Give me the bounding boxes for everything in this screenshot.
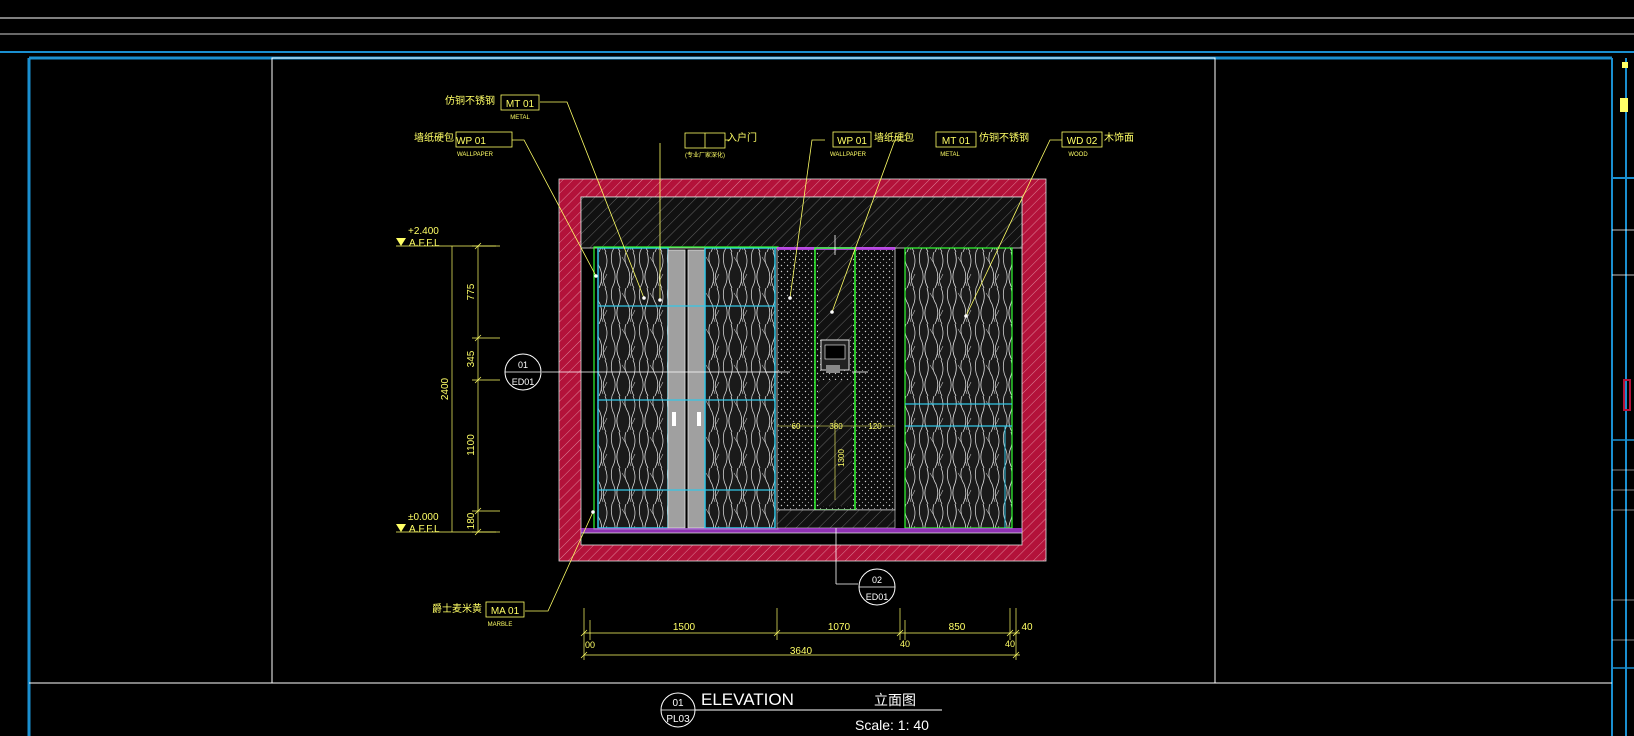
vertical-dim-labels: 775 345 1100 180 2400 (440, 283, 477, 529)
door-leaf-left (597, 247, 669, 529)
horizontal-dim-labels: 1500 1070 850 40 00 40 40 3640 (585, 622, 1033, 657)
door-panel-grey-left (667, 249, 686, 529)
svg-text:1100: 1100 (466, 434, 477, 456)
door-panel-grey-right (687, 249, 706, 529)
material-tag-wd02[interactable]: WD 02 WOOD 木饰面 (1061, 131, 1134, 158)
sheet-viewport[interactable] (271, 57, 1216, 684)
inner-dim-labels: 60 380 120 1300 (792, 422, 883, 467)
svg-text:02: 02 (872, 575, 882, 585)
svg-text:±0.000: ±0.000 (408, 512, 439, 523)
material-tag-wp01-a[interactable]: WP 01 WALLPAPER 墙纸硬包 (414, 131, 513, 158)
leader-lines (512, 101, 1062, 612)
tag-code: WP 01 (456, 136, 486, 147)
title-text: ELEVATION (701, 690, 794, 709)
tag-code: MT 01 (942, 136, 971, 147)
tag-label: 仿铜不锈钢 (979, 131, 1029, 144)
svg-text:00: 00 (585, 640, 595, 650)
tag-code: MA 01 (491, 606, 520, 617)
tag-code: WP 01 (837, 136, 867, 147)
tag-label: 木饰面 (1104, 131, 1134, 144)
material-tag-mt01-a[interactable]: MT 01 METAL 仿铜不锈钢 (445, 94, 540, 121)
svg-text:775: 775 (466, 283, 477, 300)
level-marker-bottom: ±0.000 A.F.F.L (396, 512, 496, 535)
section-callout-02[interactable]: 02 ED01 (835, 528, 896, 606)
door-leaf-right (704, 247, 776, 529)
skirting (581, 528, 1022, 533)
tag-label: 爵士麦米黄 (432, 602, 482, 615)
svg-text:2400: 2400 (440, 377, 451, 400)
tag-sub: WALLPAPER (830, 152, 867, 158)
svg-text:A.F.F.L: A.F.F.L (409, 524, 440, 535)
material-tag-mt01-b[interactable]: MT 01 METAL 仿铜不锈钢 (935, 131, 1029, 158)
tag-code: WD 02 (1067, 136, 1098, 147)
svg-text:ED01: ED01 (866, 592, 889, 602)
svg-text:120: 120 (868, 422, 882, 431)
svg-text:380: 380 (829, 422, 843, 431)
title-num: 01 (672, 698, 684, 709)
tag-sub: WALLPAPER (457, 152, 494, 158)
tag-sub: MARBLE (488, 622, 513, 628)
svg-text:345: 345 (466, 350, 477, 367)
ceiling-section (580, 196, 1023, 249)
svg-text:+2.400: +2.400 (408, 226, 439, 237)
tag-sub: (专业厂家深化) (685, 151, 725, 159)
svg-text:850: 850 (949, 622, 966, 633)
svg-text:ED01: ED01 (512, 377, 535, 387)
door-handle-left (672, 412, 676, 426)
title-scale: Scale: 1: 40 (855, 717, 929, 733)
svg-text:1070: 1070 (828, 622, 851, 633)
horizontal-dimensions (580, 608, 1020, 660)
elevation-drawing[interactable] (558, 178, 1047, 562)
svg-text:60: 60 (792, 422, 801, 431)
svg-text:40: 40 (1021, 622, 1033, 633)
svg-text:40: 40 (900, 639, 910, 649)
tag-label: 仿铜不锈钢 (445, 94, 495, 107)
material-tag-wp01-b[interactable]: WP 01 WALLPAPER 墙纸硬包 (830, 131, 914, 158)
tag-sub: WOOD (1068, 152, 1088, 158)
svg-text:1300: 1300 (837, 449, 846, 467)
svg-text:180: 180 (466, 512, 477, 529)
section-callout-01[interactable]: 01 ED01 (504, 353, 780, 391)
tag-label: 墙纸硬包 (414, 131, 454, 144)
material-tag-ma01[interactable]: MA 01 MARBLE 爵士麦米黄 (432, 601, 525, 628)
svg-text:1500: 1500 (673, 622, 696, 633)
drawing-title-block[interactable]: 01 PL03 ELEVATION 立面图 Scale: 1: 40 (660, 690, 942, 733)
wood-panel (904, 247, 1013, 529)
svg-text:A.F.F.L: A.F.F.L (409, 238, 440, 249)
title-strip (1612, 62, 1634, 669)
tag-sub: METAL (940, 152, 960, 158)
vertical-dimensions (451, 242, 500, 536)
material-tag-door[interactable]: (专业厂家深化) 入户门 (684, 131, 757, 159)
door-handle-right (697, 412, 701, 426)
svg-text:3640: 3640 (790, 646, 813, 657)
tag-sub: METAL (510, 115, 530, 121)
tag-label: 墙纸硬包 (874, 131, 914, 144)
tag-label: 入户门 (727, 131, 757, 144)
tag-code: MT 01 (506, 99, 535, 110)
svg-text:01: 01 (518, 360, 528, 370)
title-ref: PL03 (666, 714, 690, 725)
level-marker-top: +2.400 A.F.F.L (396, 226, 496, 249)
title-text-cn: 立面图 (874, 692, 916, 708)
leader-dots (591, 274, 968, 514)
svg-text:40: 40 (1005, 639, 1015, 649)
